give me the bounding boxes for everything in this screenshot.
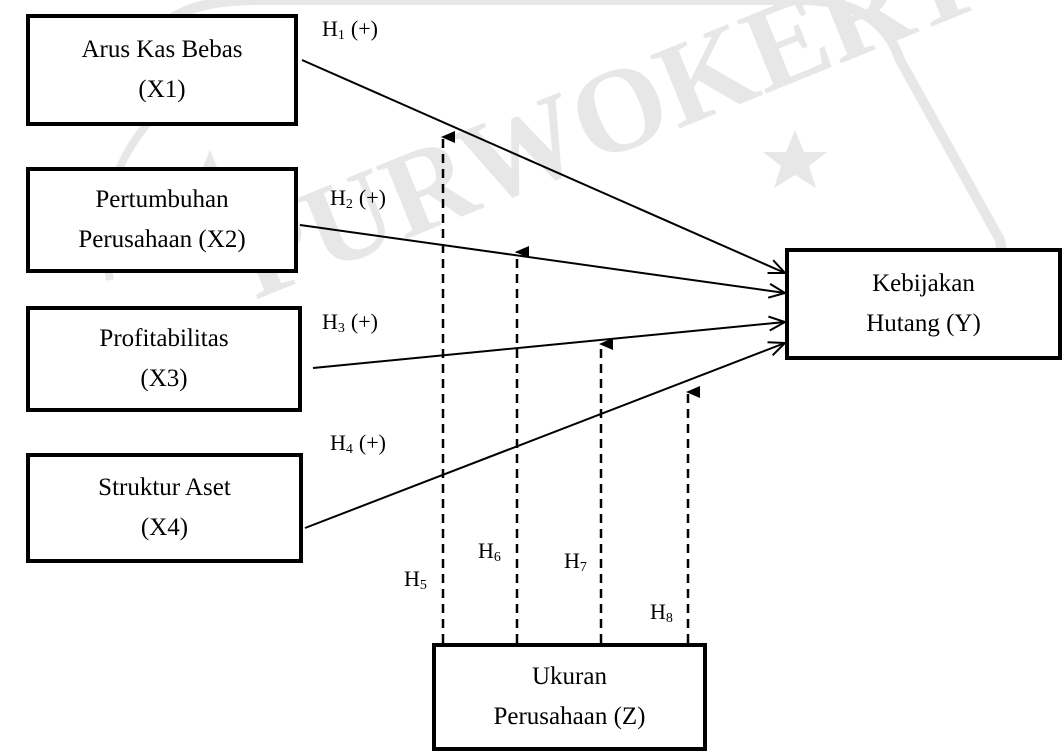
- hypothesis-label-h4: H4 (+): [330, 432, 386, 457]
- variable-box-x4: Struktur Aset (X4): [26, 453, 303, 563]
- h1-index: 1: [337, 28, 345, 43]
- arrow-x2-to-y: [299, 224, 785, 293]
- hypothesis-label-h2: H2 (+): [330, 187, 386, 212]
- h2-index: 2: [345, 197, 353, 212]
- h2-letter: H: [330, 185, 346, 210]
- y-name: Kebijakan: [872, 270, 975, 297]
- variable-box-x3: Profitabilitas (X3): [26, 306, 302, 412]
- hypothesis-label-h5: H5: [404, 568, 427, 593]
- hypothesis-label-h8: H8: [650, 601, 673, 626]
- watermark-star-right-icon: [763, 130, 827, 188]
- h4-index: 4: [345, 442, 353, 457]
- hypothesis-label-h3: H3 (+): [322, 311, 378, 336]
- h5-index: 5: [419, 578, 427, 593]
- h1-letter: H: [322, 16, 338, 41]
- z-name: Ukuran: [532, 663, 607, 690]
- x3-name: Profitabilitas: [99, 325, 229, 352]
- x3-code: (X3): [140, 365, 188, 392]
- h6-index: 6: [493, 550, 501, 565]
- x2-code: Perusahaan (X2): [78, 226, 246, 253]
- arrow-x3-to-y: [312, 322, 785, 369]
- z-code: Perusahaan (Z): [493, 703, 646, 730]
- h6-letter: H: [478, 538, 494, 563]
- y-code: Hutang (Y): [866, 310, 981, 337]
- hypothesis-label-h6: H6: [478, 540, 501, 565]
- h8-letter: H: [650, 599, 666, 624]
- h1-sign: (+): [350, 16, 378, 41]
- arrow-x4-to-y: [304, 343, 785, 529]
- variable-box-y: Kebijakan Hutang (Y): [785, 248, 1062, 360]
- x1-code: (X1): [138, 76, 186, 103]
- h8-index: 8: [665, 611, 673, 626]
- h3-index: 3: [337, 321, 345, 336]
- h5-letter: H: [404, 566, 420, 591]
- arrow-x1-to-y: [301, 59, 785, 273]
- variable-box-x2: Pertumbuhan Perusahaan (X2): [26, 167, 298, 273]
- hypothesis-label-h1: H1 (+): [322, 18, 378, 43]
- variable-box-x1: Arus Kas Bebas (X1): [26, 14, 298, 126]
- h7-index: 7: [579, 560, 587, 575]
- h4-sign: (+): [358, 430, 386, 455]
- x1-name: Arus Kas Bebas: [81, 36, 243, 63]
- x2-name: Pertumbuhan: [95, 186, 229, 213]
- h7-letter: H: [564, 548, 580, 573]
- h3-sign: (+): [350, 309, 378, 334]
- h2-sign: (+): [358, 185, 386, 210]
- h3-letter: H: [322, 309, 338, 334]
- h4-letter: H: [330, 430, 346, 455]
- variable-box-z: Ukuran Perusahaan (Z): [432, 643, 707, 751]
- x4-name: Struktur Aset: [98, 474, 231, 501]
- x4-code: (X4): [140, 514, 189, 541]
- hypothesis-label-h7: H7: [564, 550, 587, 575]
